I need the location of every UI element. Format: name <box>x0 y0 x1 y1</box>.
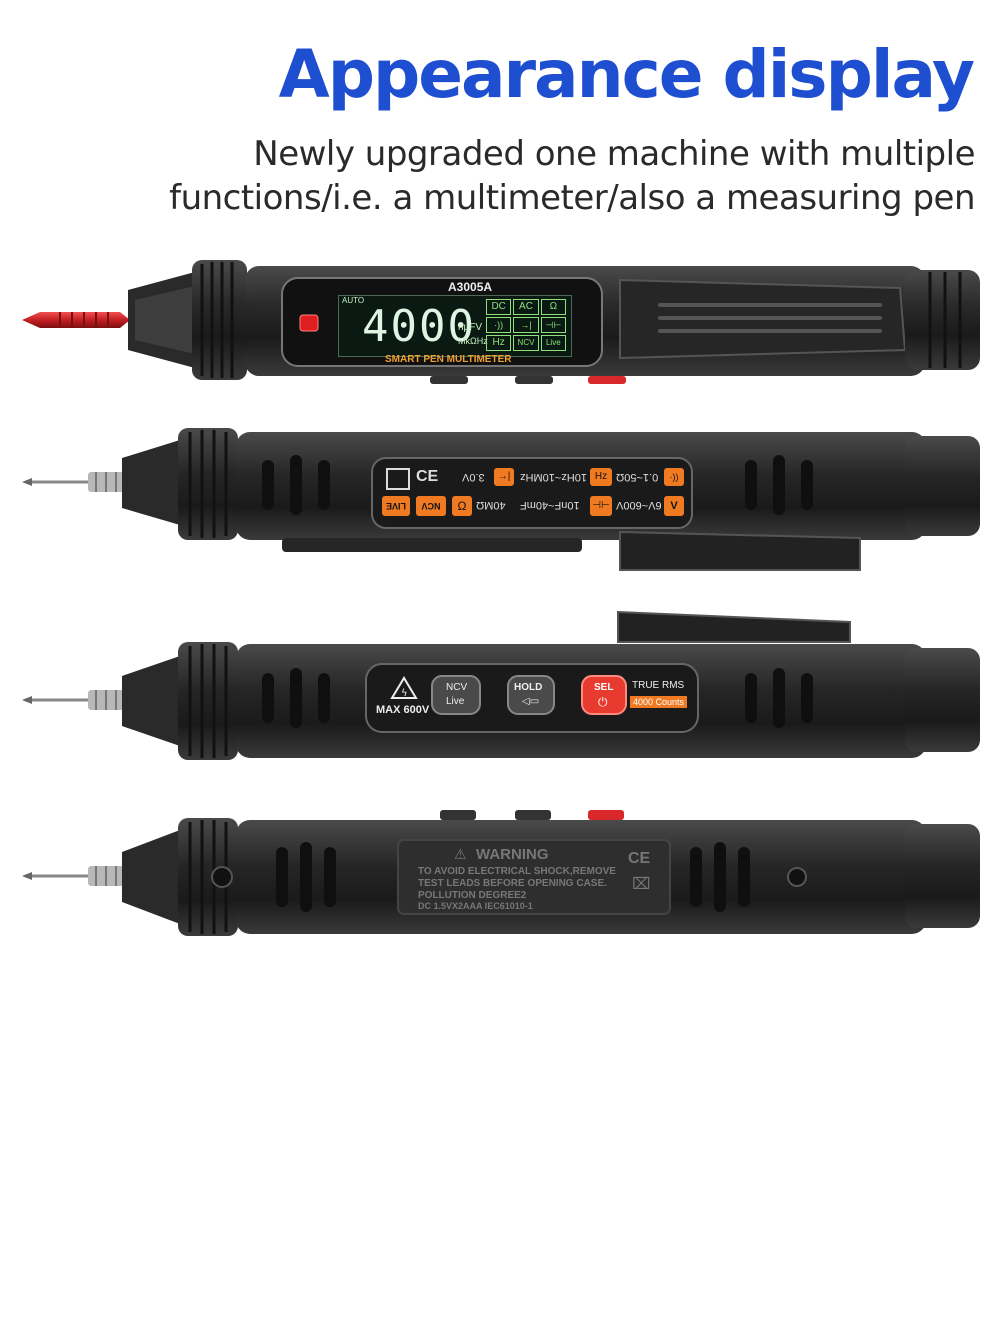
spec-continuity: 0.1~50Ω <box>616 471 659 483</box>
double-insulation-icon <box>386 468 410 490</box>
pen-button-side: ϟ MAX 600V NCV Live HOLD ◁▭ SEL ⏻ TRUE R… <box>0 608 1001 768</box>
mode-live: Live <box>540 335 566 351</box>
badge-diode: →| <box>494 468 514 486</box>
badge-capacitance: ⊣⊢ <box>590 496 612 516</box>
badge-voltage: V <box>664 496 684 516</box>
mode-ac: AC <box>513 299 539 315</box>
true-rms-label: TRUE RMS <box>632 680 685 691</box>
mode-continuity: ·)) <box>486 317 512 333</box>
mode-hz: Hz <box>486 335 512 351</box>
model-label: A3005A <box>448 280 493 294</box>
lcd-reading: 4000 <box>362 301 476 352</box>
warning-triangle-icon: ⚠ <box>454 846 467 862</box>
pen-back: ⚠ WARNING TO AVOID ELECTRICAL SHOCK,REMO… <box>0 802 1001 962</box>
max-voltage-label: MAX 600V <box>376 704 430 716</box>
red-probe-tip <box>22 312 130 328</box>
mode-ncv: NCV <box>513 335 539 351</box>
lcd-units-bottom: MkΩHz <box>458 336 488 346</box>
ncv-live-button[interactable] <box>432 1284 480 1322</box>
weee-bin-icon: ⌧ <box>632 876 651 893</box>
badge-continuity: ·)) <box>664 468 684 486</box>
sel-button-label: SEL <box>594 682 614 693</box>
mode-capacitance: ⊣⊢ <box>540 317 566 333</box>
pen-back-body <box>22 810 980 936</box>
back-ce-mark: CE <box>628 850 651 867</box>
badge-live: LIVE <box>382 496 410 516</box>
subtitle-line-2: functions/i.e. a multimeter/also a measu… <box>169 178 975 218</box>
warning-line-4: DC 1.5VX2AAA IEC61010-1 <box>418 901 533 911</box>
warning-line-1: TO AVOID ELECTRICAL SHOCK,REMOVE <box>418 866 616 877</box>
spec-resistance: 40MΩ <box>476 499 506 511</box>
pen-button-body: ϟ <box>22 610 980 760</box>
lcd-auto-label: AUTO <box>342 296 365 305</box>
power-icon: ⏻ <box>598 695 608 709</box>
lcd-mode-grid: DC AC Ω ·)) →| ⊣⊢ Hz NCV Live <box>486 299 566 351</box>
spec-voltage: 6V~600V <box>616 499 662 511</box>
mode-dc: DC <box>486 299 512 315</box>
ce-mark: CE <box>416 468 439 485</box>
lcd-units-top: nμFV <box>458 322 483 333</box>
flashlight-icon: ◁▭ <box>522 696 540 707</box>
badge-hz: Hz <box>590 468 612 486</box>
badge-ohm: Ω <box>452 496 472 516</box>
pen-spec-side: CE 3.0V →| 10Hz~10MHz Hz 0.1~50Ω ·)) LIV… <box>0 420 1001 580</box>
svg-text:ϟ: ϟ <box>401 688 408 699</box>
spec-capacitance: 10nF~40mF <box>520 499 580 511</box>
spec-frequency: 10Hz~10MHz <box>520 471 587 483</box>
headline: Appearance display <box>278 36 975 113</box>
badge-ncv: NCV <box>416 496 446 516</box>
mode-diode: →| <box>513 317 539 333</box>
warning-title: WARNING <box>476 846 549 863</box>
counts-badge: 4000 Counts <box>630 696 688 708</box>
pen-front-lcd: A3005A AUTO 4000 nμFV MkΩHz DC AC Ω ·)) … <box>0 250 1001 390</box>
hold-button-label: HOLD <box>514 682 543 693</box>
warning-line-3: POLLUTION DEGREE2 <box>418 890 527 901</box>
spec-diode: 3.0V <box>462 471 485 483</box>
ncv-button-sublabel: Live <box>446 696 465 707</box>
brand-line: SMART PEN MULTIMETER <box>385 354 512 365</box>
warning-line-2: TEST LEADS BEFORE OPENING CASE. <box>418 878 607 889</box>
ncv-button-label: NCV <box>446 682 468 693</box>
lcd-screen <box>338 295 572 357</box>
subtitle-line-1: Newly upgraded one machine with multiple <box>253 134 975 174</box>
mode-ohm: Ω <box>540 299 566 315</box>
